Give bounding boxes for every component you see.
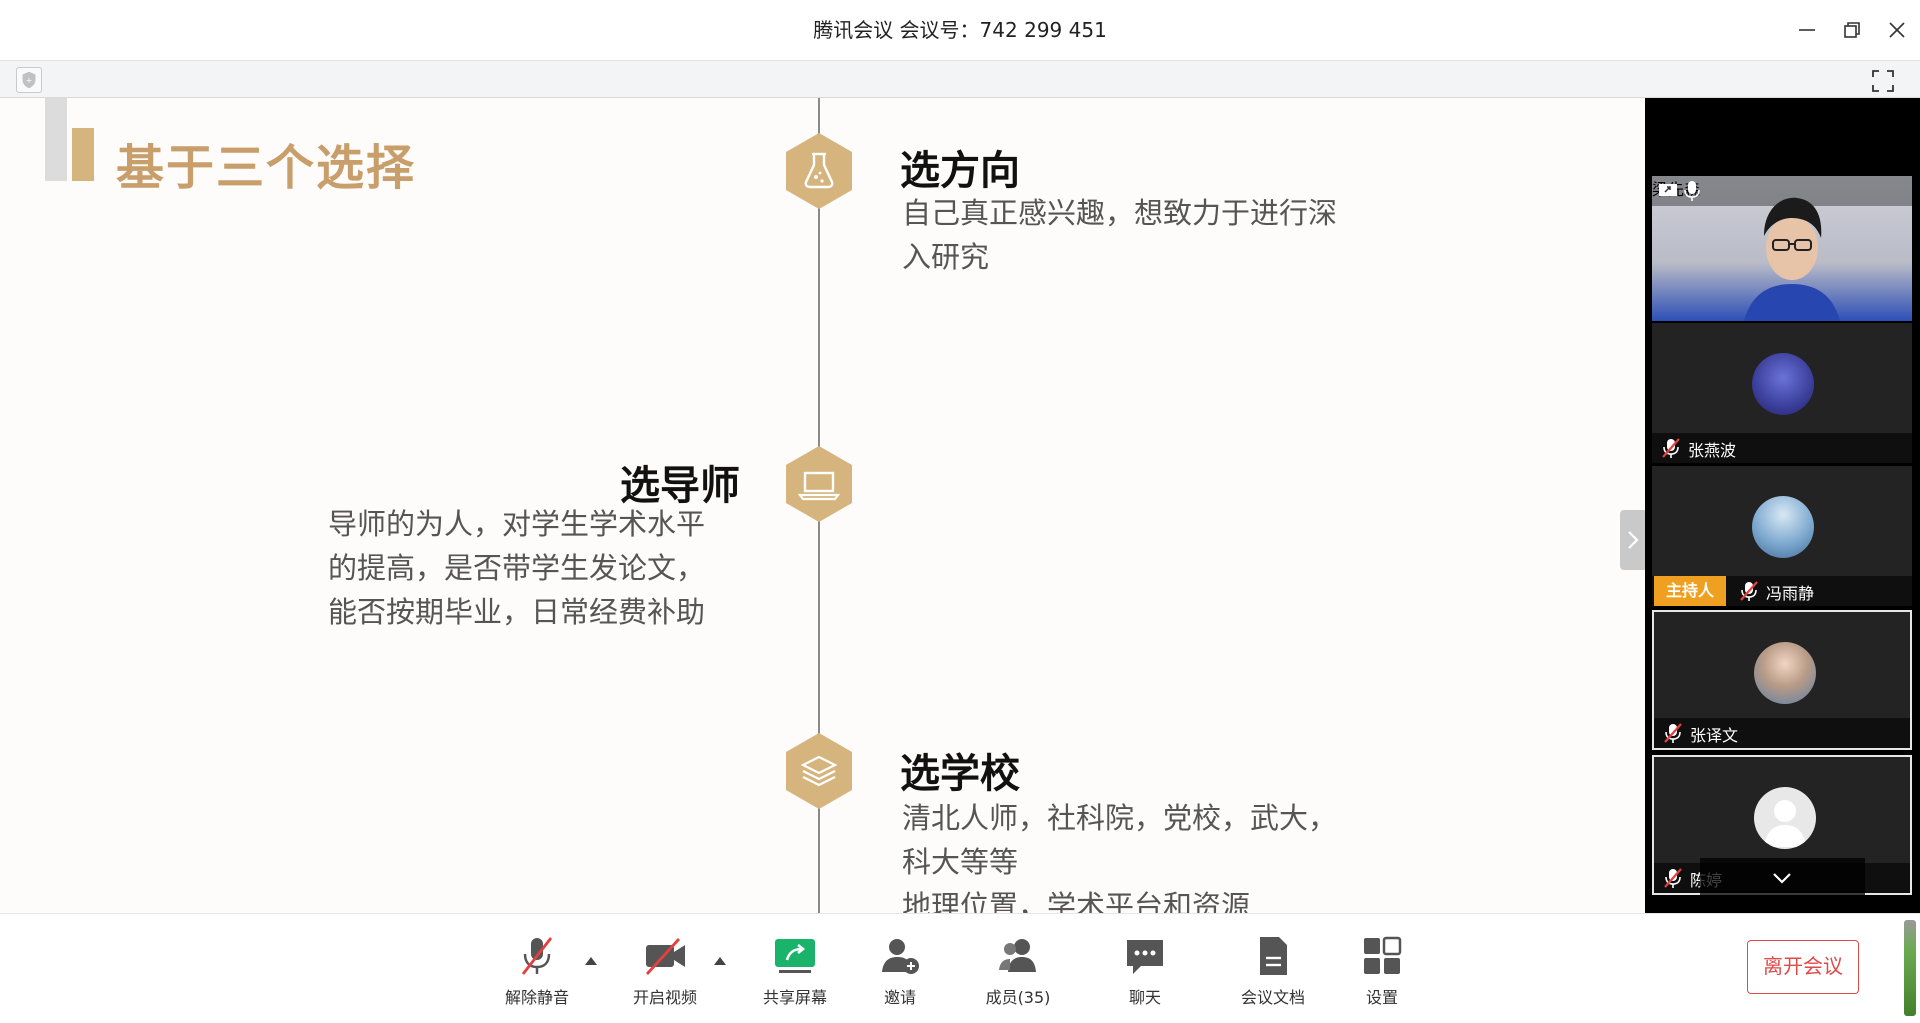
- start-video-button[interactable]: 开启视频: [628, 934, 702, 1014]
- mic-off-icon: [1662, 438, 1680, 458]
- item-body-line: 自己真正感兴趣，想致力于进行深: [902, 196, 1338, 230]
- members-button[interactable]: 成员(35): [978, 934, 1058, 1014]
- name-bar: 主持人 冯雨静: [1652, 576, 1912, 606]
- mic-off-icon: [1740, 581, 1758, 601]
- video-off-icon: [645, 938, 685, 975]
- collapse-panel-button[interactable]: [1620, 510, 1645, 570]
- item-body-line: 能否按期毕业，日常经费补助: [328, 595, 706, 629]
- fullscreen-icon[interactable]: [1870, 68, 1896, 94]
- svg-text:+: +: [26, 75, 33, 85]
- settings-label: 设置: [1365, 988, 1398, 1007]
- name-bar: 张燕波: [1652, 433, 1912, 463]
- video-tile-camera[interactable]: 梁先森: [1652, 176, 1912, 321]
- minimize-icon[interactable]: [1795, 18, 1819, 42]
- title-bar: 腾讯会议 会议号：742 299 451: [0, 0, 1920, 60]
- mic-off-icon: [1664, 723, 1682, 743]
- caret-up-icon[interactable]: [713, 956, 727, 966]
- chat-icon: [1127, 940, 1163, 974]
- shared-slide: 基于三个选择 选方向 自己真正感兴趣，想致力于进行深 入研究 选导师 导师的为人…: [0, 98, 1645, 913]
- leave-meeting-button[interactable]: 离开会议: [1747, 940, 1859, 994]
- unmute-button[interactable]: 解除静音: [500, 934, 574, 1014]
- chevron-down-icon: [1773, 873, 1791, 884]
- share-screen-icon: [775, 939, 815, 973]
- members-label: 成员(35): [985, 988, 1051, 1007]
- video-tile[interactable]: 主持人 冯雨静: [1652, 466, 1912, 606]
- invite-label: 邀请: [883, 988, 916, 1007]
- title-accent-bar: [45, 98, 67, 181]
- caret-up-icon[interactable]: [584, 956, 598, 966]
- item-body-line: 地理位置，学术平台和资源: [902, 889, 1251, 913]
- start-video-label: 开启视频: [632, 988, 697, 1007]
- host-badge: 主持人: [1654, 576, 1726, 606]
- item-body: 清北人师，社科院，党校，武大， 科大等等 地理位置，学术平台和资源: [902, 796, 1337, 913]
- slide-title: 基于三个选择: [116, 140, 417, 196]
- layers-icon: [785, 732, 853, 810]
- name-bar: 梁先森: [1652, 176, 1912, 206]
- laptop-icon: [785, 445, 853, 523]
- item-heading: 选学校: [900, 751, 1020, 797]
- settings-grid-icon: [1364, 936, 1402, 974]
- item-heading: 选方向: [900, 148, 1020, 194]
- item-body-line: 的提高，是否带学生发论文，: [328, 551, 706, 585]
- participant-name: 张译文: [1690, 726, 1739, 745]
- avatar: [1754, 787, 1816, 849]
- name-bar: 张译文: [1654, 718, 1910, 748]
- video-tile[interactable]: 张译文: [1652, 610, 1912, 750]
- title-accent-bar: [72, 128, 94, 181]
- flask-icon: [785, 132, 853, 210]
- window-title: 腾讯会议 会议号：742 299 451: [813, 18, 1107, 42]
- settings-button[interactable]: 设置: [1360, 934, 1404, 1014]
- share-screen-label: 共享屏幕: [762, 988, 827, 1007]
- camera-feed-person: [1743, 197, 1841, 321]
- meeting-docs-label: 会议文档: [1240, 988, 1305, 1007]
- item-body-line: 导师的为人，对学生学术水平: [328, 507, 706, 541]
- share-screen-button[interactable]: 共享屏幕: [756, 934, 834, 1014]
- scroll-down-button[interactable]: [1700, 858, 1865, 898]
- avatar: [1752, 496, 1814, 558]
- members-icon: [999, 939, 1036, 972]
- restore-icon[interactable]: [1840, 18, 1864, 42]
- add-user-icon: [882, 939, 919, 974]
- screen-share-icon: [1659, 184, 1677, 196]
- shield-icon[interactable]: +: [16, 67, 42, 93]
- chat-button[interactable]: 聊天: [1117, 934, 1173, 1014]
- item-body: 自己真正感兴趣，想致力于进行深 入研究: [902, 191, 1337, 279]
- participant-name: 张燕波: [1688, 441, 1737, 460]
- chat-label: 聊天: [1128, 988, 1161, 1007]
- avatar: [1752, 353, 1814, 415]
- share-toolbar: +: [0, 60, 1920, 98]
- video-tile[interactable]: 张燕波: [1652, 323, 1912, 463]
- volume-level-indicator: [1904, 920, 1916, 1016]
- mic-off-icon: [1664, 868, 1682, 888]
- avatar: [1754, 642, 1816, 704]
- item-body: 导师的为人，对学生学术水平 的提高，是否带学生发论文， 能否按期毕业，日常经费补…: [328, 502, 705, 634]
- microphone-icon: [1684, 181, 1700, 201]
- close-icon[interactable]: [1885, 18, 1909, 42]
- item-body-line: 科大等等: [902, 845, 1019, 879]
- invite-button[interactable]: 邀请: [872, 934, 928, 1014]
- unmute-label: 解除静音: [504, 988, 569, 1007]
- document-icon: [1260, 937, 1287, 975]
- meeting-docs-button[interactable]: 会议文档: [1238, 934, 1308, 1014]
- item-body-line: 入研究: [902, 240, 990, 274]
- item-body-line: 清北人师，社科院，党校，武大，: [902, 801, 1338, 835]
- item-heading: 选导师: [620, 463, 740, 509]
- participant-name: 冯雨静: [1766, 584, 1815, 603]
- meeting-toolbar: 解除静音 开启视频 共享屏幕 邀请 成员(35) 聊天 会议文档 设置 离开会议: [0, 913, 1920, 1021]
- mic-off-icon: [521, 937, 553, 975]
